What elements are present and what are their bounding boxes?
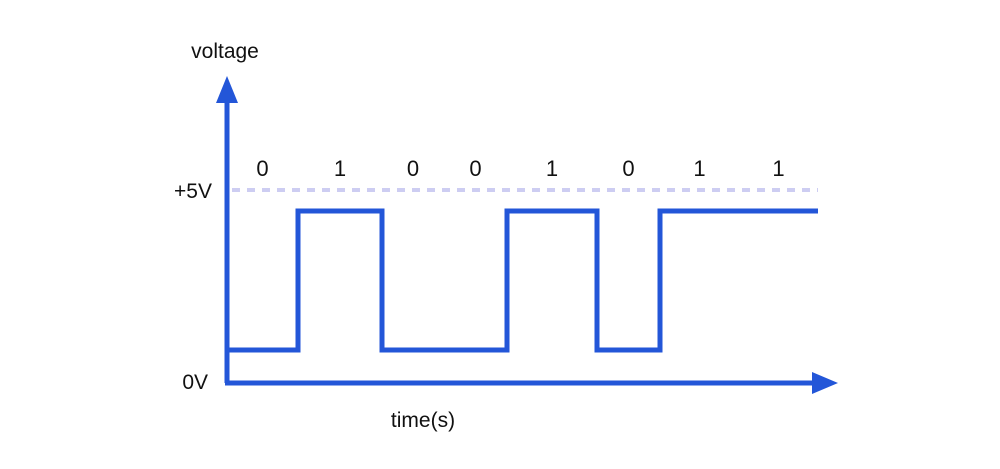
y-axis-arrow-icon [216, 76, 238, 103]
bit-label-2: 0 [407, 156, 419, 181]
signal-waveform [227, 208, 818, 353]
bit-labels: 0 1 0 0 1 0 1 1 [256, 156, 784, 181]
bit-label-6: 1 [693, 156, 705, 181]
axes [216, 76, 838, 394]
bit-label-3: 0 [469, 156, 481, 181]
bit-label-4: 1 [546, 156, 558, 181]
bit-label-5: 0 [622, 156, 634, 181]
high-level-label: +5V [174, 180, 212, 203]
x-axis-arrow-icon [812, 372, 838, 394]
bit-label-0: 0 [256, 156, 268, 181]
x-axis-label: time(s) [391, 409, 455, 432]
low-level-label: 0V [182, 371, 208, 394]
y-axis-label: voltage [191, 40, 259, 63]
bit-label-7: 1 [772, 156, 784, 181]
bit-label-1: 1 [334, 156, 346, 181]
